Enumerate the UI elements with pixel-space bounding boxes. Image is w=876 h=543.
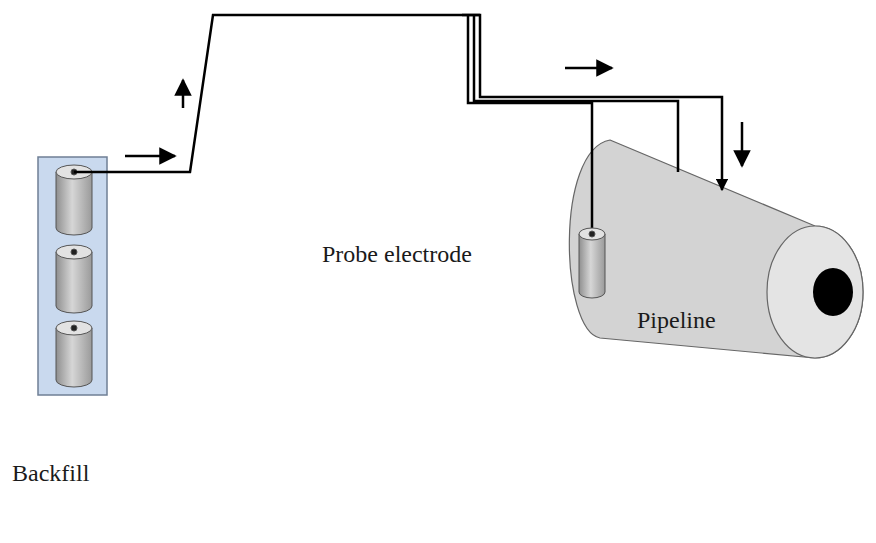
- node-label: Backfill: [12, 460, 89, 486]
- current-direction-arrows: [125, 68, 742, 166]
- anode-lead: [74, 171, 107, 174]
- probe-electrode-symbol: [579, 228, 605, 298]
- node-label: Pipeline: [637, 307, 716, 333]
- backfill-region: [38, 157, 107, 395]
- anode-cylinders: [56, 165, 92, 387]
- pipeline-illustration: [569, 140, 863, 358]
- wire-bundle: [462, 15, 678, 232]
- part-label: Probe electrode: [322, 241, 472, 267]
- wire-connector: [107, 15, 722, 190]
- pipeline: Pipeline: [620, 190, 850, 355]
- backfill-region: Backfill: [10, 157, 107, 502]
